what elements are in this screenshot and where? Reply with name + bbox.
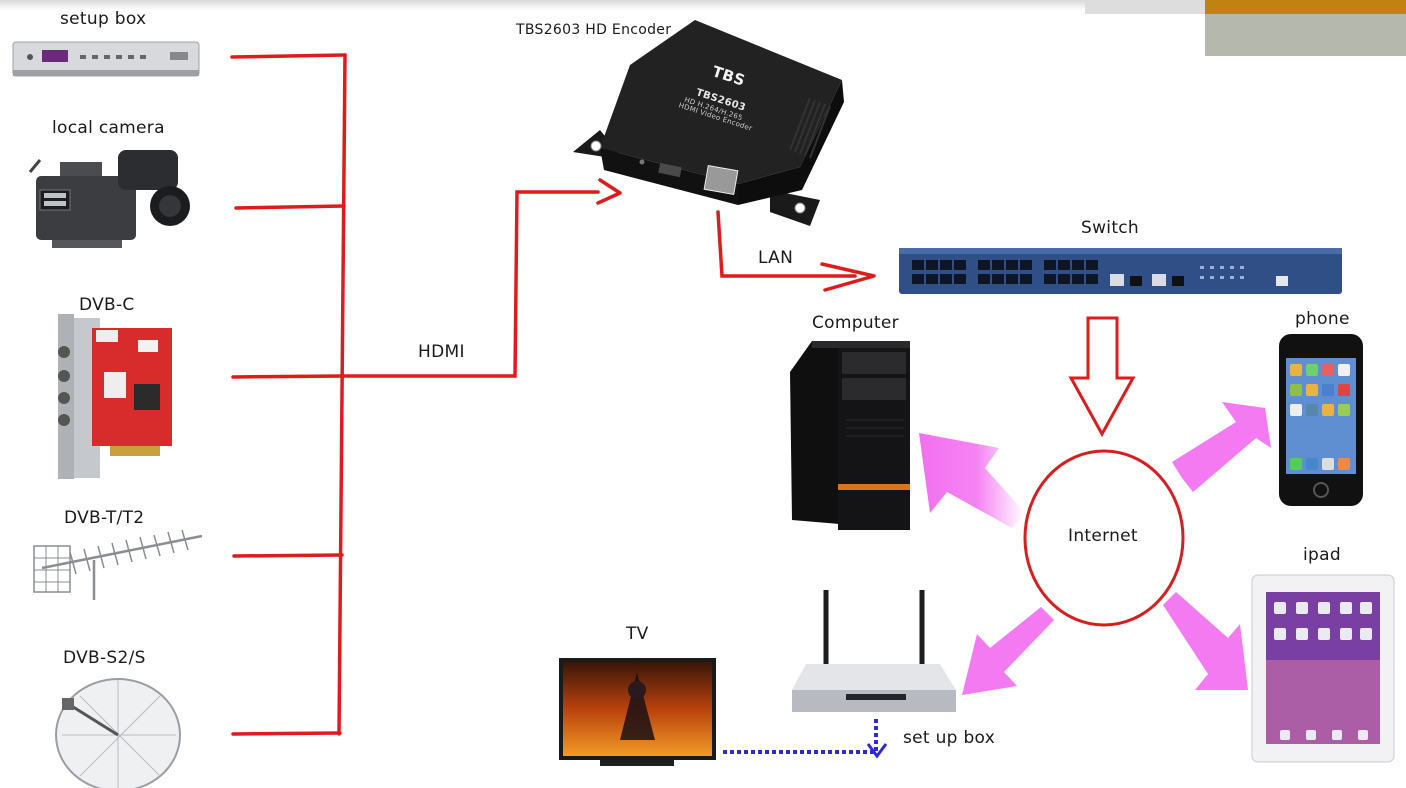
wire-local-camera [234,204,346,210]
wire-dvb-t [232,553,344,558]
label-ipad: ipad [1303,545,1341,565]
bus-vertical [337,53,347,736]
satellite-dish-icon [55,678,181,788]
label-setup-box: setup box [60,9,147,29]
lan-arrowhead [820,262,876,292]
label-tv: TV [626,624,649,644]
encoder-device-icon [573,20,844,226]
pink-arrows [919,402,1271,695]
tv-link-arrowhead [866,743,888,759]
arrow-to-phone [1172,402,1271,492]
label-internet: Internet [1068,526,1138,546]
tv-link [723,716,878,754]
switch-to-internet-arrow [1068,316,1136,438]
computer-tower-icon [790,341,910,530]
hdmi-arrowhead [596,178,622,205]
corner-strip-sage [1205,14,1406,56]
label-set-up-box: set up box [903,728,996,748]
video-camera-icon [28,150,190,248]
label-dvb-s: DVB-S2/S [63,648,146,668]
smartphone-icon [1279,334,1363,506]
router-icon [792,590,956,712]
top-fade [0,0,1406,10]
source-bus [230,53,347,736]
television-icon [559,658,716,766]
label-hdmi: HDMI [418,342,465,362]
wire-dvb-s [231,731,342,736]
label-computer: Computer [812,313,899,333]
label-phone: phone [1295,309,1350,329]
internet-ring [1023,449,1185,627]
wire-setup-box [230,53,347,59]
label-encoder: TBS2603 HD Encoder [516,22,672,38]
label-lan: LAN [758,248,794,268]
tablet-icon [1251,574,1395,763]
hdmi-wire [341,190,600,378]
set-top-box-icon [12,41,200,77]
corner-strip-gray [1085,0,1205,14]
corner-strip-gold [1205,0,1406,14]
label-dvb-c: DVB-C [79,295,135,315]
pci-tuner-card-icon [58,314,172,479]
yagi-antenna-icon [33,529,203,600]
lan-wire [716,210,857,278]
arrow-to-computer [919,433,1025,528]
label-switch: Switch [1081,218,1140,238]
arrow-to-ipad [1163,592,1248,690]
network-switch-icon [899,248,1342,294]
label-dvb-t: DVB-T/T2 [64,508,145,528]
arrow-to-settop [962,607,1054,695]
label-local-camera: local camera [52,118,165,138]
wire-dvb-c [231,374,345,379]
